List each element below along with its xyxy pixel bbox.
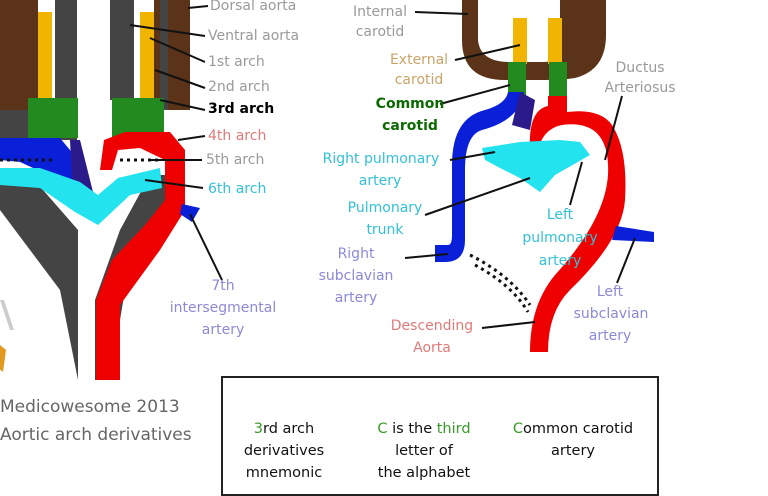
label-descending-aorta-line1: Descending (390, 318, 474, 334)
label-intersegmental-line1: 7th (211, 278, 235, 294)
pulmonary-trunk-cyan (482, 140, 590, 192)
third-arch-green-right (112, 98, 164, 138)
common-carotid-green-left (508, 62, 526, 96)
label-second-arch: 2nd arch (208, 79, 270, 95)
label-ductus-line2: Arteriosus (604, 80, 676, 96)
cyan-sixth-arch (0, 168, 98, 225)
indigo-segment (512, 92, 535, 130)
label-right-subclavian-line3: artery (334, 290, 378, 306)
red-aorta-left (96, 132, 185, 380)
left-leader-lines (129, 5, 223, 281)
cyan-sixth-arch-right (98, 168, 162, 225)
dorsal-aorta-left (0, 0, 28, 115)
right-subclavian-blue (435, 92, 524, 262)
dotted-remnant (469, 253, 532, 306)
mnemonic-col2-letter: C (377, 421, 388, 437)
watermark-line1: Medicowesome 2013 (0, 397, 180, 417)
label-left-pulmonary-line2: pulmonary (522, 230, 598, 246)
mnemonic-col2-third: third (436, 421, 471, 437)
embryonic-arches-diagram (0, 0, 223, 380)
mnemonic-col1-number: 3 (253, 421, 263, 437)
brown-band-left (28, 0, 38, 110)
label-right-pulmonary-line2: artery (358, 173, 402, 189)
gray-vessel-3 (158, 0, 168, 110)
mnemonic-col-1: 3rd arch derivatives mnemonic (229, 418, 339, 484)
label-left-subclavian-line2: subclavian (573, 306, 649, 322)
mnemonic-col3-rest: ommon carotid (523, 421, 634, 437)
third-arch-green-left (28, 98, 78, 138)
label-sixth-arch: 6th arch (208, 181, 267, 197)
dotted-remnant-2 (474, 263, 530, 313)
mnemonic-col-2: C is the third letter of the alphabet (359, 418, 489, 484)
label-pulmonary-trunk-line2: trunk (366, 222, 404, 238)
gray-vessel-2 (110, 0, 134, 100)
label-external-carotid-line1: External (389, 52, 449, 68)
internal-carotid-brown-right (560, 0, 606, 80)
mnemonic-col1-line2: derivatives (243, 443, 325, 459)
label-left-pulmonary-line1: Left (546, 207, 574, 223)
label-right-subclavian-line1: Right (337, 246, 375, 262)
label-third-arch: 3rd arch (208, 101, 275, 117)
dorsal-aorta-right (166, 0, 190, 110)
adult-derivatives-diagram (404, 0, 654, 352)
aortic-arch-red (529, 96, 626, 352)
mnemonic-col2-line2: letter of (395, 443, 453, 459)
label-external-carotid-line2: carotid (394, 72, 444, 88)
gray-trunk (0, 175, 185, 380)
label-intersegmental-line3: artery (201, 322, 245, 338)
mnemonic-col3-line1: Common carotid (503, 418, 643, 440)
label-fourth-arch: 4th arch (208, 128, 267, 144)
label-dorsal-aorta: Dorsal aorta (210, 0, 297, 14)
label-intersegmental-line2: intersegmental (169, 300, 277, 316)
label-internal-carotid-line1: Internal (353, 4, 407, 20)
label-internal-carotid-line2: carotid (355, 24, 405, 40)
external-carotid-yellow-right (548, 18, 562, 64)
label-ventral-aorta: Ventral aorta (208, 28, 300, 44)
label-first-arch: 1st arch (208, 54, 265, 70)
label-fifth-arch: 5th arch (206, 152, 265, 168)
mnemonic-col1-line1: 3rd arch (229, 418, 339, 440)
label-right-pulmonary-line1: Right pulmonary (322, 151, 440, 167)
external-carotid-yellow-left (513, 18, 527, 64)
gray-vessel-4 (0, 110, 30, 140)
mnemonic-col3-line2: artery (551, 443, 595, 459)
yellow-vessel-right (140, 12, 154, 100)
yellow-vessel-left (38, 12, 52, 100)
label-right-subclavian-line2: subclavian (318, 268, 394, 284)
blue-left-small (180, 204, 200, 222)
label-descending-aorta-line2: Aorta (413, 340, 451, 356)
mnemonic-col-3: Common carotid artery (503, 418, 643, 462)
mnemonic-col2-mid: is the (387, 421, 437, 437)
mnemonic-col2-line3: the alphabet (377, 465, 471, 481)
pencil-icon (0, 300, 14, 372)
left-subclavian-blue (612, 226, 654, 242)
label-left-subclavian-line3: artery (588, 328, 632, 344)
blue-fourth-arch (0, 138, 82, 185)
mnemonic-col1-rest: rd arch (263, 421, 315, 437)
mnemonic-box: 3rd arch derivatives mnemonic C is the t… (221, 376, 659, 496)
mnemonic-col1-line3: mnemonic (245, 465, 323, 481)
label-common-carotid-line2: carotid (382, 118, 438, 134)
label-ductus-line1: Ductus (615, 60, 665, 76)
mnemonic-col3-letter: C (512, 421, 524, 437)
aortic-arch-diagram (0, 0, 654, 380)
watermark-line2: Aortic arch derivatives (0, 425, 192, 445)
label-left-pulmonary-line3: artery (538, 253, 582, 269)
brown-band-right (154, 0, 160, 110)
label-left-subclavian-line1: Left (596, 284, 624, 300)
mnemonic-col2-line1: C is the third (359, 418, 489, 440)
common-carotid-green-right (549, 62, 567, 96)
label-pulmonary-trunk-line1: Pulmonary (347, 200, 423, 216)
label-common-carotid-line1: Common (375, 96, 445, 112)
right-leader-lines (404, 11, 636, 329)
